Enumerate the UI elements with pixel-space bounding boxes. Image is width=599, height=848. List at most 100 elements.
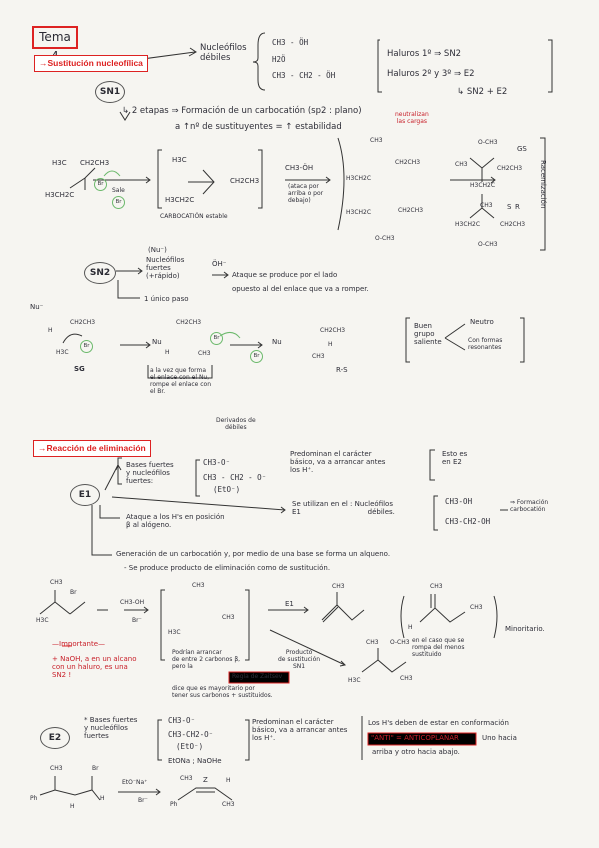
e1-min-ch2: CH3 xyxy=(430,583,443,590)
e1-naoh: + NaOH, a en un alcano con un haluro, es… xyxy=(52,655,137,680)
e2-hs: Los H's deben de estar en conformación xyxy=(368,719,509,727)
e1-zaitsev: Regla de Zaitsev xyxy=(232,673,283,680)
sn2-ts-h: H xyxy=(165,349,170,356)
e1-sn1-ch3: CH3 xyxy=(366,639,379,646)
sn2-br-minus: Br xyxy=(250,350,263,363)
sn1-br-leaving: Br xyxy=(112,196,125,209)
e2-base-3: (EtO⁻) xyxy=(176,742,204,751)
e1-sub-ch3: CH3 xyxy=(50,579,63,586)
sn1-prod-h3ch2c: H3CH2C xyxy=(470,182,496,189)
sn2-sub-ch2ch3: CH2CH3 xyxy=(70,319,96,326)
e1-sn1-och3: O-CH3 xyxy=(390,639,410,646)
e1-sn1-ch3-b: CH3 xyxy=(400,675,413,682)
e1-sn1-h3c: H3C xyxy=(348,677,361,684)
e2-prod-ch3-b: CH3 xyxy=(222,801,235,808)
sn1-etapas: ↳ 2 etapas ⇒ Formación de un carbocatión… xyxy=(122,106,362,116)
e2-reagent: EtO⁻Na⁺ xyxy=(122,779,148,786)
e1-base-2: CH3 - CH2 - O⁻ xyxy=(203,473,267,482)
sn1-s: S xyxy=(507,203,512,211)
sn2-ataque-2: opuesto al del enlace que va a romper. xyxy=(232,285,369,293)
e1-formacion: ⇒ Formación carbocatión xyxy=(510,499,549,513)
e1-derivados: Derivados de débiles xyxy=(216,417,256,431)
sn1-sub-ch2ch3: CH2CH3 xyxy=(80,159,110,167)
e1-zaitsev-note: dice que es mayoritario por tener sus ca… xyxy=(172,685,273,699)
sn2-ts-br: Br xyxy=(210,332,223,345)
sn1-sub-h3c: H3C xyxy=(52,159,67,167)
sn2-label: SN2 xyxy=(84,262,116,284)
sn1-prod-ch3-top: CH3 xyxy=(455,161,468,168)
e1-label: E1 xyxy=(70,484,100,506)
sn1-attack-note: (ataca por arriba o por debajo) xyxy=(288,183,324,204)
sn2-nu-minus: Nu⁻ xyxy=(30,303,44,311)
e2-sub-br: Br xyxy=(92,765,99,772)
sn1-racemizacion: Racemización xyxy=(539,160,547,209)
sn1-label: SN1 xyxy=(95,81,125,103)
sn1-cat-h3c: H3C xyxy=(172,156,187,164)
e2-z: Z xyxy=(203,776,208,784)
sn1-carbocation-note: CARBOCATIÓN estable xyxy=(160,213,228,220)
sn2-ts-ch3: CH3 xyxy=(198,350,211,357)
e1-arrow-label: E1 xyxy=(285,600,294,608)
e1-predominan: Predominan el carácter básico, va a arra… xyxy=(290,450,386,475)
sn2-nu: (Nu⁻) xyxy=(148,246,167,254)
sn2-oh: ÖH⁻ xyxy=(212,260,227,268)
sn1-int-ch2ch3: CH2CH3 xyxy=(395,159,421,166)
sn2-ataque: Ataque se produce por el lado xyxy=(232,271,338,279)
e1-prod-ch3: CH3 xyxy=(332,583,345,590)
sn1-prod-ch3-b: CH3 xyxy=(480,202,493,209)
e1-sub-h3c: H3C xyxy=(36,617,49,624)
e1-nuc-2: CH3-CH2-OH xyxy=(445,517,491,526)
sn2-rs: R-S xyxy=(336,366,348,374)
e2-anti: "ANTI" = ANTICOPLANAR xyxy=(371,734,459,742)
sn2-formas: Con formas resonantes xyxy=(468,337,503,351)
sn1-haluros-3: ↳ SN2 + E2 xyxy=(457,87,508,97)
e2-prod-ph: Ph xyxy=(170,801,178,808)
sn1-int-ch3-top: CH3 xyxy=(370,137,383,144)
e1-sub-br: Br xyxy=(70,589,77,596)
e2-base-2: CH3-CH2-O⁻ xyxy=(168,730,214,739)
e1-ataque: Ataque a los H's en posición β al alógen… xyxy=(126,513,225,530)
e1-caso: en el caso que se rompa del menos sustit… xyxy=(412,637,465,658)
sn2-prod-ch3: CH3 xyxy=(312,353,325,360)
sn2-sub-h: H xyxy=(48,327,53,334)
e1-br-minus: Br⁻ xyxy=(132,617,142,624)
sn1-sale: Sale xyxy=(112,187,125,194)
sn1-int-h3ch2c: H3CH2C xyxy=(346,175,372,182)
section-header-eliminacion: →Reacción de eliminación xyxy=(33,440,151,457)
e2-bases: * Bases fuertes y nucleófilos fuertes xyxy=(84,716,138,741)
sn1-estabilidad: a ↑nº de sustituyentes = ↑ estabilidad xyxy=(175,122,342,132)
sn1-sub-h3ch2c: H3CH2C xyxy=(45,191,75,199)
sn2-prod-nu: Nu xyxy=(272,338,282,346)
sn1-nuc-2: H2Ö xyxy=(272,55,286,64)
e1-pueden: Podrían arrancar de entre 2 carbonos β, … xyxy=(172,649,241,670)
e2-prod-h: H xyxy=(226,777,231,784)
sn1-prod-ch2ch3-b: CH2CH3 xyxy=(500,221,526,228)
sn1-int-ch2ch3-b: CH2CH3 xyxy=(398,207,424,214)
sn1-prod-h3ch2c-b: H3CH2C xyxy=(455,221,481,228)
e1-esto: Esto es en E2 xyxy=(442,450,468,467)
sn2-br-circle: Br xyxy=(80,340,93,353)
sn1-attack-reagent: CH3-ÖH xyxy=(285,164,314,172)
sn1-nuc-3: CH3 - CH2 - ÖH xyxy=(272,71,336,80)
e1-cat-ch3: CH3 xyxy=(192,582,205,589)
e1-min-ch3: CH3 xyxy=(470,604,483,611)
sn2-ts-ch2ch3: CH2CH3 xyxy=(176,319,202,326)
sn2-sub-h3c: H3C xyxy=(56,349,69,356)
e2-label: E2 xyxy=(40,727,70,749)
e1-reagent: CH3-OH xyxy=(120,599,145,606)
e2-hacia: Uno hacia xyxy=(482,734,517,742)
e2-sub-h2: H xyxy=(100,795,105,802)
sn2-note: a la vez que forma el enlace con el Nu, … xyxy=(150,367,212,395)
sn1-int-h3ch2c-b: H3CH2C xyxy=(346,209,372,216)
e1-base-1: CH3-O⁻ xyxy=(203,458,231,467)
sn2-nucleofilos: Nucleófilos fuertes (+rápido) xyxy=(146,256,185,281)
sn1-prod-och3-top: O-CH3 xyxy=(478,139,498,146)
e1-bases: Bases fuertes y nucleófilos fuertes: xyxy=(126,461,174,486)
sn1-prod-och3-b: O-CH3 xyxy=(478,241,498,248)
sn1-cat-ch2ch3: CH2CH3 xyxy=(230,177,260,185)
e2-sub-ph: Ph xyxy=(30,795,38,802)
e1-utilizan: Se utilizan en el : Nucleófilos E1 débil… xyxy=(292,500,395,517)
sn2-prod-h: H xyxy=(328,341,333,348)
sn1-nuc-1: CH3 - ÖH xyxy=(272,38,309,47)
